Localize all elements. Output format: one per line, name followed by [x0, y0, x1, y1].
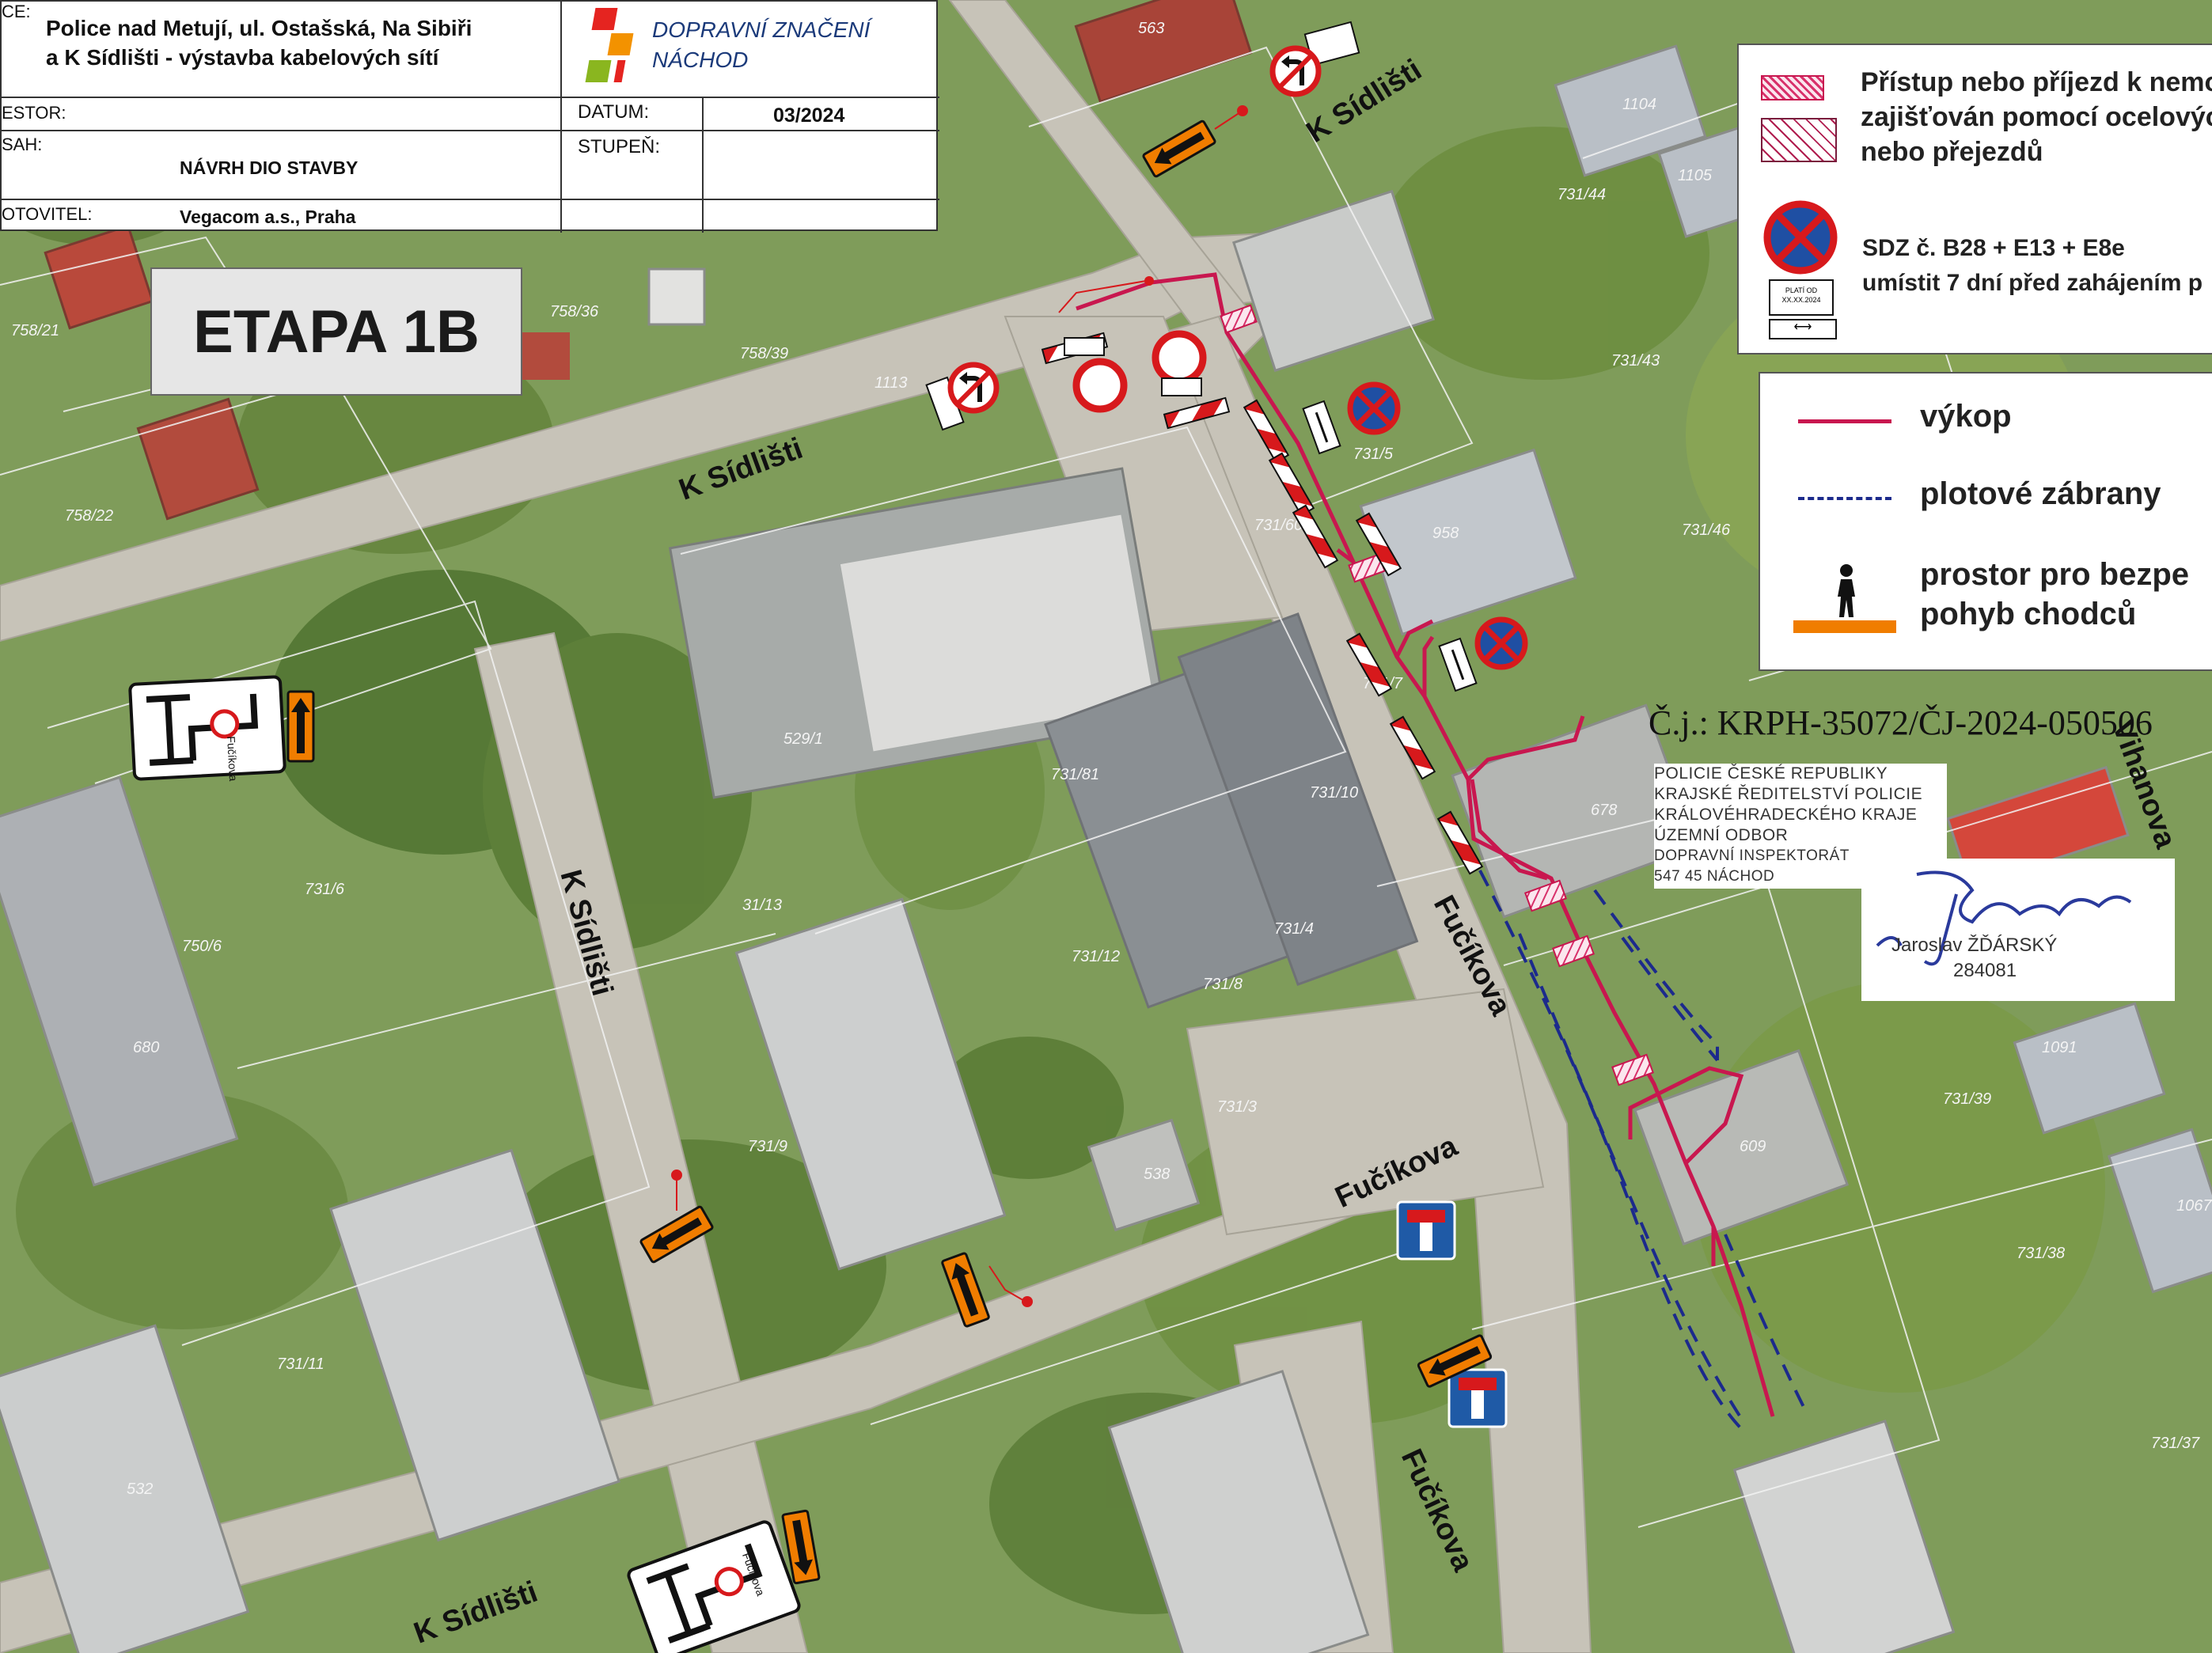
stage-box: ETAPA 1B [150, 267, 522, 396]
field-label-1: CE: [2, 2, 31, 21]
signature-name: Jaroslav ŽĎÁRSKÝ [1891, 935, 2058, 956]
svg-text:731/9: 731/9 [748, 1138, 787, 1155]
svg-text:731/6: 731/6 [305, 881, 345, 898]
svg-text:563: 563 [1138, 20, 1164, 37]
excavation-route [1076, 272, 1775, 1417]
police-stamp-line1: POLICIE ČESKÉ REPUBLIKY [1654, 764, 1888, 783]
svg-text:731/4: 731/4 [1274, 920, 1314, 938]
investor-label: ESTOR: [2, 103, 66, 123]
svg-text:731/3: 731/3 [1217, 1098, 1257, 1116]
fence-line-icon [1798, 497, 1891, 500]
detour-panel-left [128, 675, 286, 781]
detour-panel-left-label: Fučíkova [225, 736, 240, 782]
svg-text:680: 680 [133, 1039, 159, 1056]
svg-text:731/5: 731/5 [1353, 445, 1394, 463]
access-crossings [1220, 304, 1654, 1086]
svg-text:731/12: 731/12 [1072, 948, 1120, 965]
svg-text:31/13: 31/13 [742, 897, 782, 914]
svg-text:1105: 1105 [1678, 167, 1713, 184]
company-name-line1: DOPRAVNÍ ZNAČENÍ [652, 17, 871, 42]
no-parking-sign-icon [1763, 200, 1838, 275]
cadastral-lines [0, 46, 2212, 1528]
svg-text:731/8: 731/8 [1203, 976, 1243, 993]
svg-text:750/6: 750/6 [182, 938, 222, 955]
police-stamp-line3: KRÁLOVÉHRADECKÉHO KRAJE [1654, 806, 1918, 824]
stage-label: STUPEŇ: [578, 136, 661, 157]
company-logo-icon [585, 8, 634, 84]
traffic-signs [925, 21, 1525, 1428]
fence-lines [1478, 870, 1806, 1434]
sdz-text-line2: umístit 7 dní před zahájením p [1862, 270, 2203, 296]
pedestrian-zone-icon [1793, 620, 1896, 633]
svg-text:1104: 1104 [1622, 96, 1656, 113]
signature-box: Jaroslav ŽĎÁRSKÝ 284081 [1861, 859, 2175, 1001]
project-title-line1: Police nad Metují, ul. Ostašská, Na Sibi… [46, 16, 472, 40]
date-label: DATUM: [578, 101, 650, 123]
detour-panel-bottom [627, 1520, 801, 1653]
pedestrian-icon [1838, 564, 1855, 617]
svg-text:529/1: 529/1 [783, 730, 823, 748]
svg-text:1067: 1067 [2176, 1197, 2212, 1215]
svg-text:731/39: 731/39 [1943, 1090, 1991, 1108]
svg-text:758/39: 758/39 [740, 345, 788, 362]
company-name-line2: NÁCHOD [652, 47, 749, 72]
direction-plate-icon: ⟷ [1769, 319, 1837, 339]
content-value: NÁVRH DIO STAVBY [180, 157, 359, 178]
svg-text:731/38: 731/38 [2017, 1245, 2065, 1262]
legend-top: Přístup nebo příjezd k nemov zajišťován … [1737, 44, 2212, 354]
date-value: 03/2024 [773, 104, 845, 127]
hatch-icon-small [1761, 75, 1824, 100]
hatch-icon-large [1761, 118, 1837, 162]
title-block: CE: Police nad Metují, ul. Ostašská, Na … [0, 0, 939, 233]
fence-label: plotové zábrany [1920, 476, 2161, 511]
handwritten-signature [1876, 870, 2132, 966]
police-stamp-line4: ÚZEMNÍ ODBOR [1654, 826, 1789, 844]
svg-text:758/36: 758/36 [550, 303, 599, 320]
excavation-label: výkop [1920, 399, 2012, 434]
access-text-line1: Přístup nebo příjezd k nemov [1861, 67, 2212, 97]
svg-text:731/11: 731/11 [277, 1355, 324, 1373]
svg-text:731/43: 731/43 [1611, 352, 1660, 370]
police-stamp-line6: 547 45 NÁCHOD [1654, 868, 1775, 885]
excavation-line-icon [1798, 419, 1891, 423]
svg-text:1113: 1113 [875, 374, 908, 392]
pedestrian-label-line2: pohyb chodců [1920, 597, 2137, 631]
contractor-label: OTOVITEL: [2, 204, 93, 224]
svg-text:1091: 1091 [2042, 1039, 2077, 1056]
contractor-value: Vegacom a.s., Praha [180, 207, 356, 227]
svg-text:731/10: 731/10 [1310, 784, 1358, 802]
svg-text:731/46: 731/46 [1682, 521, 1731, 539]
access-text-line3: nebo přejezdů [1861, 137, 2043, 167]
time-plate-icon: PLATÍ OD XX.XX.2024 [1769, 279, 1834, 316]
svg-text:758/22: 758/22 [65, 507, 113, 525]
police-stamp-line2: KRAJSKÉ ŘEDITELSTVÍ POLICIE [1654, 785, 1923, 803]
svg-text:758/21: 758/21 [11, 322, 59, 339]
detour-arrows [286, 105, 1493, 1585]
svg-text:678: 678 [1591, 802, 1617, 819]
svg-text:731/81: 731/81 [1051, 766, 1099, 783]
content-label: SAH: [2, 135, 43, 154]
police-stamp-line5: DOPRAVNÍ INSPEKTORÁT [1654, 847, 1850, 864]
sdz-text-line1: SDZ č. B28 + E13 + E8e [1862, 235, 2125, 261]
svg-text:731/37: 731/37 [2151, 1435, 2200, 1452]
parcel-labels: 563 1104 1105 731/44 731/43 731/46 758/2… [11, 20, 2212, 1498]
pedestrian-label-line1: prostor pro bezpe [1920, 557, 2190, 592]
svg-text:532: 532 [127, 1480, 153, 1498]
svg-text:731/60: 731/60 [1254, 517, 1303, 534]
access-text-line2: zajišťován pomocí ocelových [1861, 102, 2212, 132]
signature-number: 284081 [1953, 960, 2017, 981]
legend-bottom: výkop plotové zábrany prostor pro bezpe … [1759, 372, 2212, 671]
project-title-line2: a K Sídlišti - výstavba kabelových sítí [46, 45, 439, 70]
svg-text:609: 609 [1740, 1138, 1766, 1155]
svg-text:958: 958 [1432, 525, 1459, 542]
reference-number: Č.j.: KRPH-35072/ČJ-2024-050506 [1649, 703, 2153, 742]
svg-text:731/44: 731/44 [1558, 186, 1606, 203]
svg-text:538: 538 [1144, 1166, 1170, 1183]
